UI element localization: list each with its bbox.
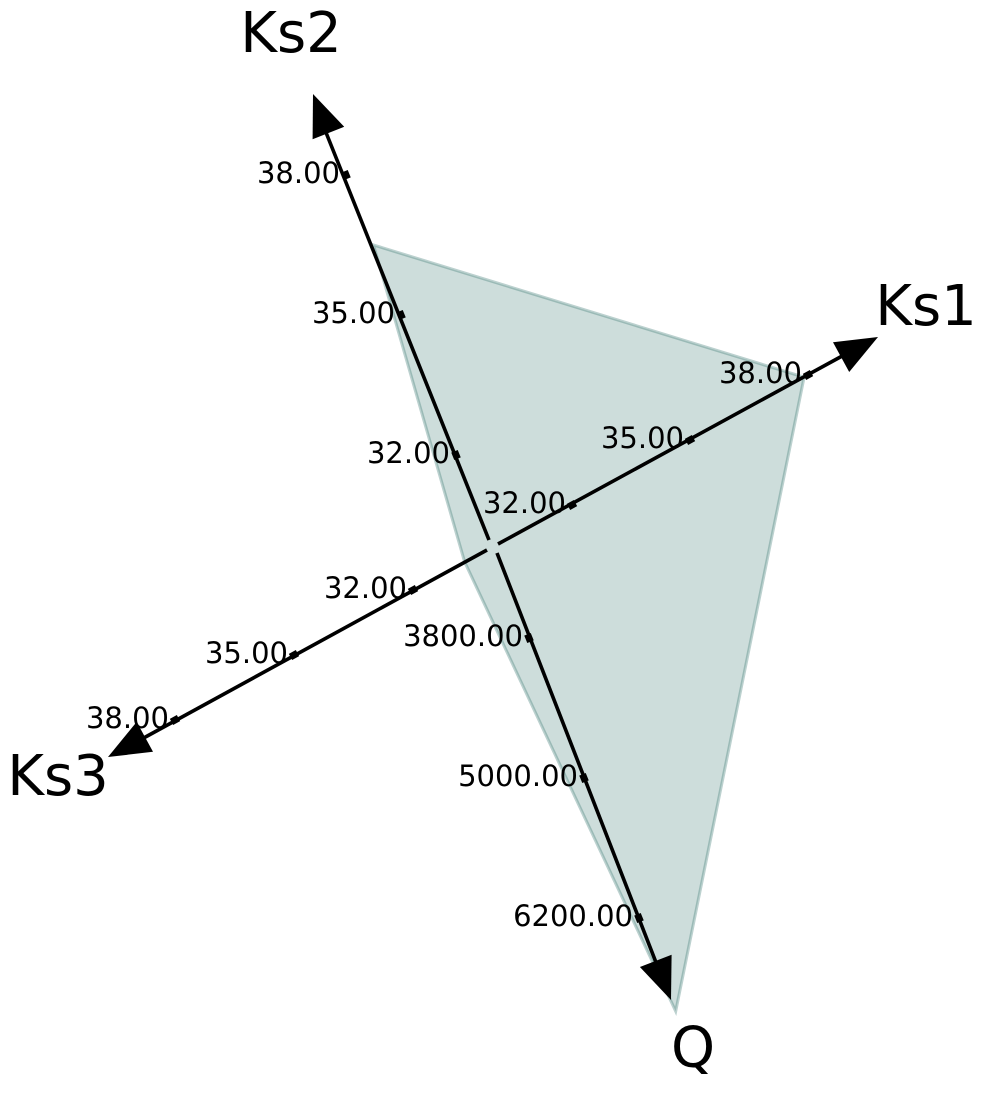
axis-ks2-tick-2 [341,169,351,181]
axis-ks2-tick-1 [396,309,406,321]
axis-ks1-label: Ks1 [875,274,977,339]
axis-q-arrowhead [639,954,672,1000]
axis-ks3-tick-0 [407,585,419,595]
axis-ks2-arrowhead [312,94,345,140]
axis-ks1-tick-label-0: 32.00 [483,486,566,520]
axis-q-tick-label-2: 6200.00 [513,899,633,933]
axis-ks2-tick-0 [451,449,461,461]
axis-ks3-tick-label-1: 35.00 [205,636,288,670]
axis-ks3-tick-2 [169,715,181,725]
axis-ks2-label: Ks2 [240,1,342,66]
axis-ks1-tick-1 [684,435,696,445]
axis-layer [108,94,878,1000]
axis-ks2-line [323,129,491,541]
axis-ks3-tick-label-0: 32.00 [324,571,407,605]
axis-ks3-tick-1 [288,650,300,660]
axis-ks1-tick-label-2: 38.00 [719,356,802,390]
axis-q-label: Q [671,1016,715,1081]
axis-ks2-tick-label-2: 38.00 [257,156,340,190]
axis-ks1-line [497,353,845,546]
axis-ks1-tick-2 [802,370,814,380]
axis-q-tick-1 [579,772,589,784]
axis-ks1-arrowhead [833,337,878,372]
axis-ks3-line [139,548,488,742]
axis-q-tick-2 [634,912,644,924]
axis-ks3-arrowhead [108,721,153,757]
label-layer: 32.0035.0038.00Ks132.0035.0038.00Ks232.0… [7,1,977,1081]
axis-ks2-tick-label-0: 32.00 [367,436,450,470]
axis-ks2-tick-label-1: 35.00 [312,296,395,330]
axis-q-tick-label-0: 3800.00 [403,619,523,653]
axis-ks1-tick-0 [566,500,578,510]
axis-q-tick-0 [524,632,534,644]
axis-q-tick-label-1: 5000.00 [458,759,578,793]
axis-ks3-tick-label-2: 38.00 [86,701,169,735]
axis-q-line [495,552,659,966]
axis-ks3-label: Ks3 [7,744,109,809]
axis-ks1-tick-label-1: 35.00 [601,421,684,455]
